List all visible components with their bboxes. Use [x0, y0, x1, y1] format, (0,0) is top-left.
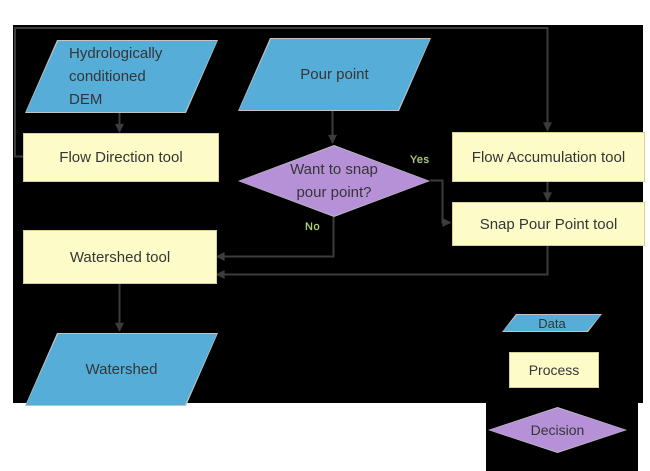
legend-process-shape: Process	[509, 352, 599, 388]
legend-process-label: Process	[528, 362, 580, 378]
node-pour-point: Pour point	[238, 38, 431, 111]
node-snap-decision-line2: pour point?	[296, 184, 372, 201]
legend-data-shape: Data	[502, 314, 602, 332]
node-watershed-tool: Watershed tool	[23, 230, 217, 284]
node-hydro-dem-label: Hydrologically conditioned DEM	[69, 45, 163, 108]
node-snap-pour-point-tool: Snap Pour Point tool	[452, 202, 645, 246]
legend-decision-label: Decision	[530, 422, 585, 438]
edge-label-no: No	[305, 221, 321, 233]
node-flow-direction-label: Flow Direction tool	[59, 149, 183, 166]
node-pour-point-label: Pour point	[300, 66, 369, 83]
node-flow-direction-tool: Flow Direction tool	[23, 133, 219, 182]
node-flow-accumulation-tool: Flow Accumulation tool	[452, 132, 645, 182]
node-watershed-tool-label: Watershed tool	[69, 248, 171, 266]
legend-data-label: Data	[538, 315, 566, 331]
node-hydro-dem: Hydrologically conditioned DEM	[25, 40, 218, 113]
node-snap-decision: Want to snap pour point?	[238, 145, 430, 217]
node-snap-pour-point-label: Snap Pour Point tool	[479, 215, 618, 233]
legend-decision-shape: Decision	[488, 407, 627, 453]
node-flow-accumulation-label: Flow Accumulation tool	[471, 148, 626, 166]
node-snap-decision-line1: Want to snap	[290, 161, 378, 178]
node-watershed: Watershed	[25, 333, 218, 406]
edge-label-yes: Yes	[410, 154, 430, 166]
node-watershed-label: Watershed	[85, 361, 158, 378]
